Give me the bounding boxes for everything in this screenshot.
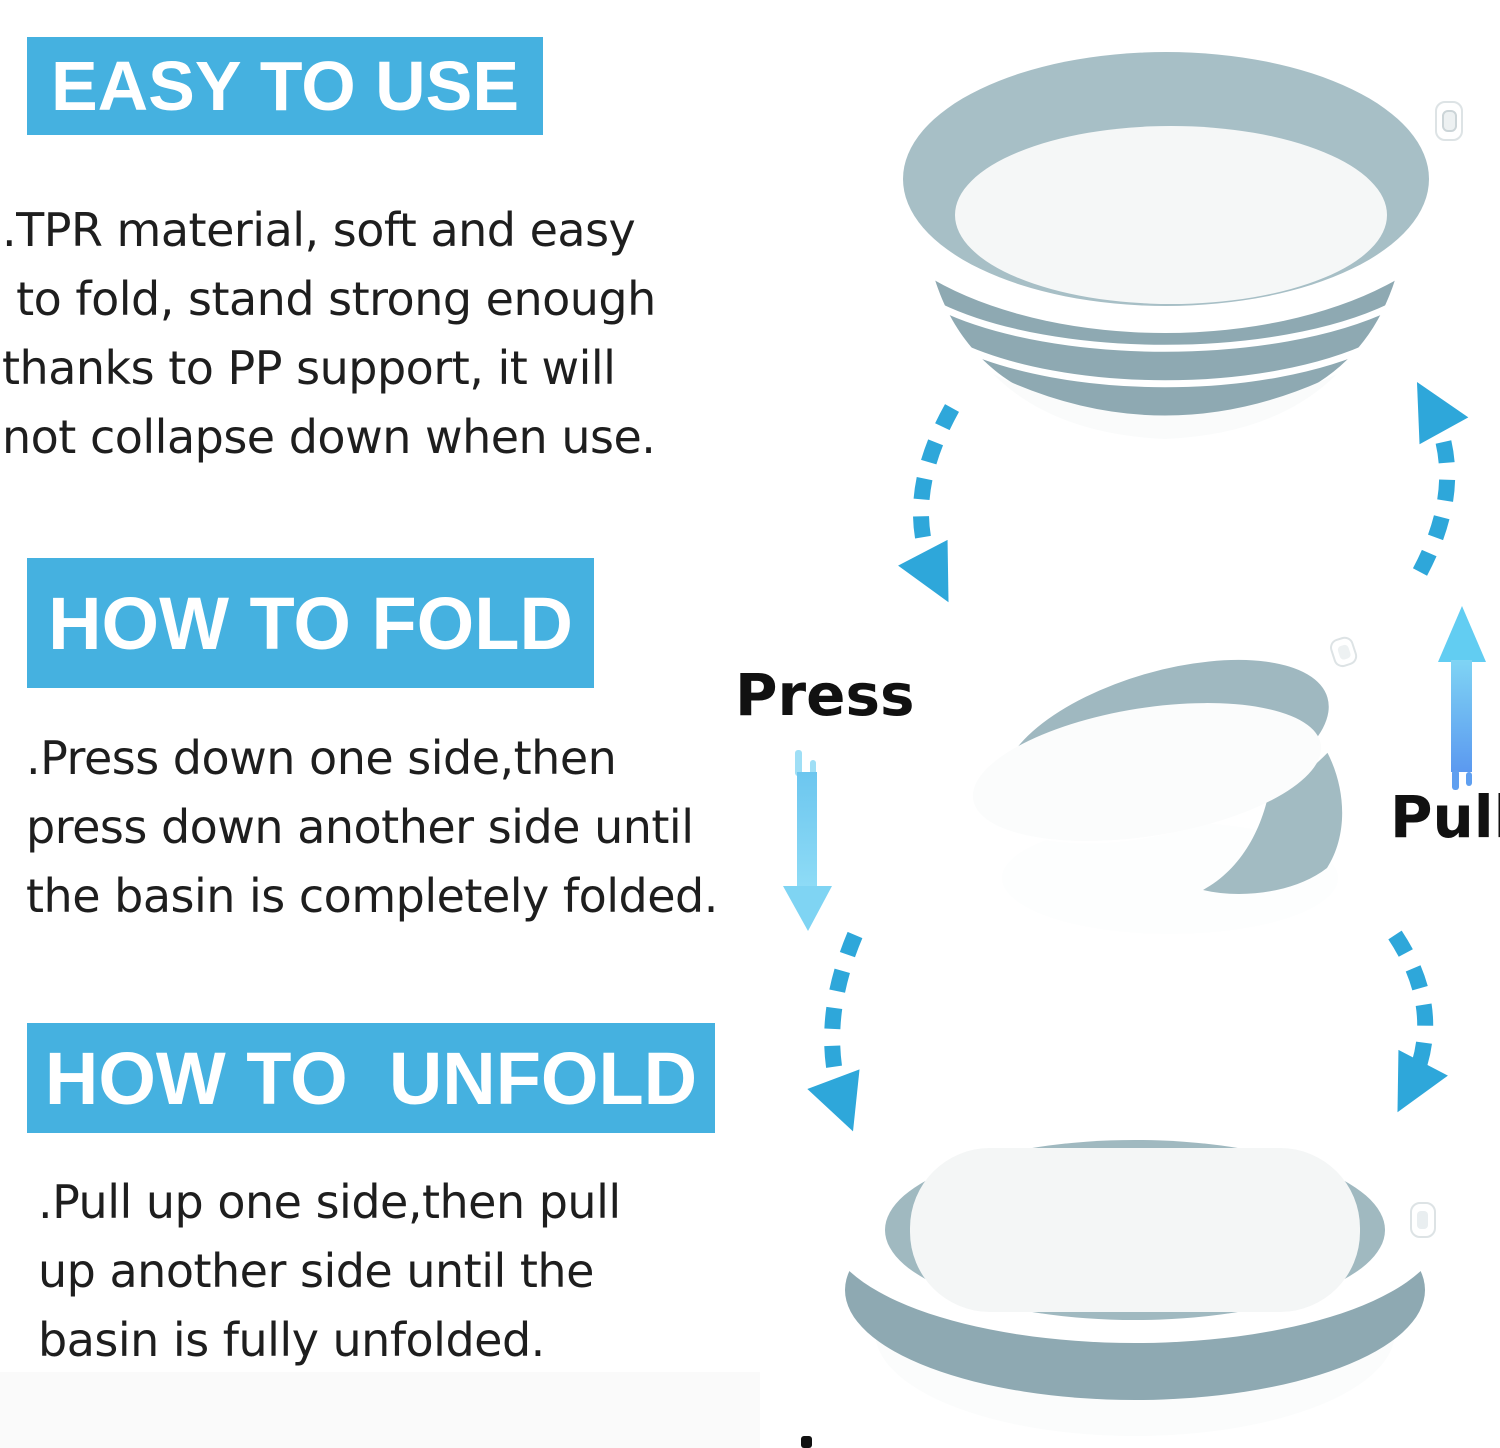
basin-folded-photo — [827, 1113, 1443, 1436]
press-down-arrow — [783, 750, 832, 931]
pull-label: Pull — [1390, 783, 1500, 851]
pull-up-arrow — [1438, 606, 1486, 790]
section-title-easy-to-use: EASY TO USE — [27, 37, 543, 135]
section-title-how-to-unfold: HOW TO UNFOLD — [27, 1023, 715, 1133]
stray-mark — [801, 1436, 812, 1448]
faint-background-band — [0, 1372, 760, 1448]
arrow-fold-bottom-right-curve — [1388, 930, 1448, 1113]
hanging-hole — [1410, 1202, 1436, 1238]
press-label: Press — [735, 661, 915, 729]
section-body-how-to-unfold: .Pull up one side,then pull up another s… — [38, 1175, 621, 1367]
basin-unfolded-photo — [852, 7, 1478, 439]
basin-half-folded-photo — [968, 628, 1358, 934]
section-title-how-to-fold: HOW TO FOLD — [27, 558, 594, 688]
hanging-hole — [1330, 636, 1358, 668]
arrow-fold-bottom-left-curve — [807, 931, 863, 1132]
hanging-hole — [1435, 101, 1463, 141]
section-body-easy-to-use: .TPR material, soft and easy to fold, st… — [2, 203, 656, 464]
section-body-how-to-fold: .Press down one side,then press down ano… — [26, 731, 718, 923]
